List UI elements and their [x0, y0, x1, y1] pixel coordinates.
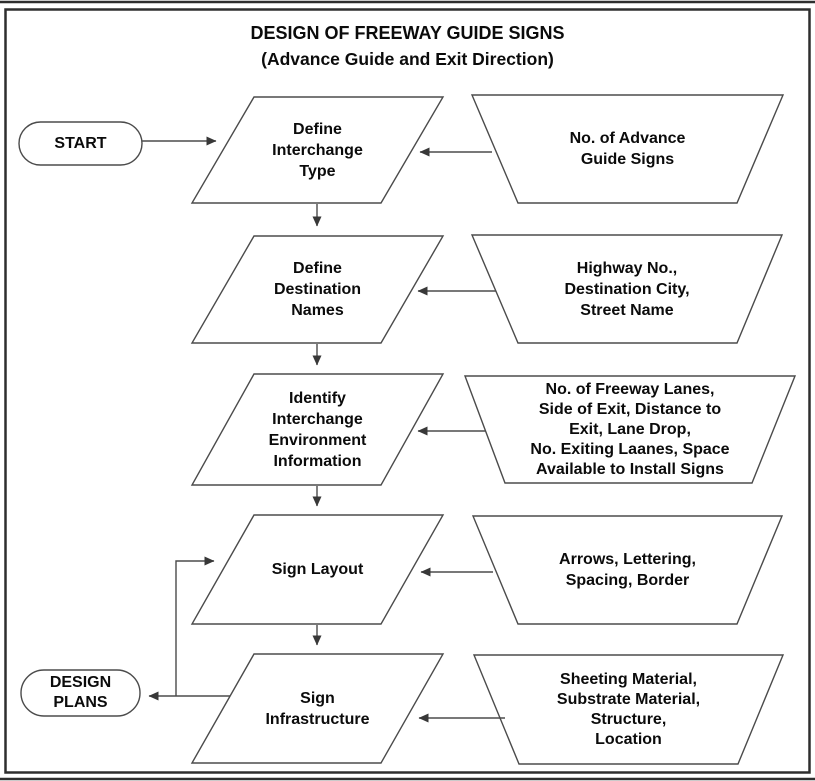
process-define-interchange-type-shape: [190, 96, 445, 204]
diagram-title-line2: (Advance Guide and Exit Direction): [261, 49, 554, 69]
design-plans-terminal-shape: [20, 669, 141, 717]
input-infrastructure-elements-shape: [472, 654, 785, 765]
input-advance-guide-signs-shape: [470, 94, 785, 204]
input-destination-info-shape: [470, 234, 784, 344]
diagram-title-line1: DESIGN OF FREEWAY GUIDE SIGNS: [250, 23, 565, 43]
input-layout-elements-shape: [471, 515, 784, 625]
connector-branch-to-sign-layout: [175, 556, 215, 696]
process-sign-infrastructure-shape: [190, 653, 445, 764]
process-define-destination-names-shape: [190, 235, 445, 344]
process-identify-interchange-environment-shape: [190, 373, 445, 486]
diagram-title: DESIGN OF FREEWAY GUIDE SIGNS (Advance G…: [0, 20, 815, 72]
input-environment-info-shape: [463, 375, 797, 484]
figure-border: [4, 8, 811, 774]
process-sign-layout-shape: [190, 514, 445, 625]
start-terminal-shape: [18, 121, 143, 166]
